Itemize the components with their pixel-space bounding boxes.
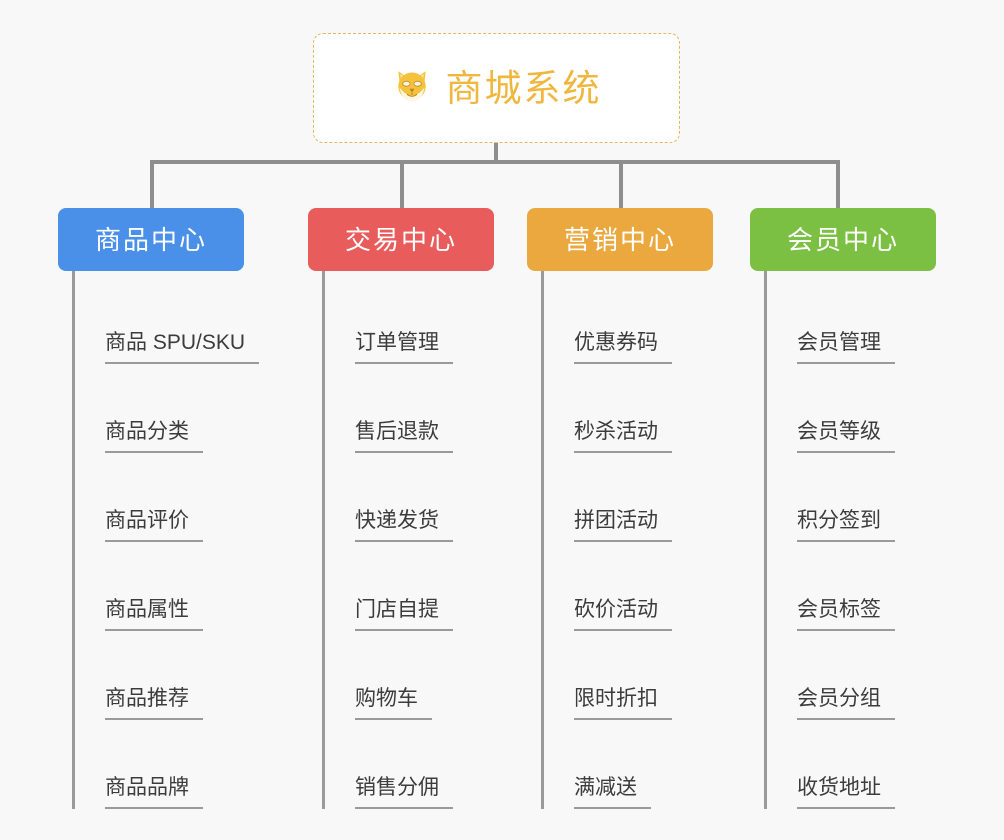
list-item[interactable]: 快递发货: [325, 453, 494, 542]
leaf-list-member-center: 会员管理 会员等级 积分签到 会员标签 会员分组 收货地址: [764, 271, 936, 809]
list-item[interactable]: 商品 SPU/SKU: [75, 271, 260, 364]
column-marketing-center: 营销中心 优惠券码 秒杀活动 拼团活动 砍价活动 限时折扣 满减送: [527, 208, 713, 809]
list-item-label: 收货地址: [797, 775, 881, 799]
connector-bus: [150, 160, 840, 164]
list-item[interactable]: 商品推荐: [75, 631, 244, 720]
list-item-label: 会员等级: [797, 419, 881, 443]
list-item-label: 售后退款: [355, 419, 439, 443]
category-label: 营销中心: [563, 224, 676, 255]
list-item[interactable]: 销售分佣: [325, 720, 494, 809]
column-trade-center: 交易中心 订单管理 售后退款 快递发货 门店自提 购物车 销售分佣: [308, 208, 494, 809]
list-item-label: 积分签到: [797, 508, 881, 532]
list-item[interactable]: 积分签到: [767, 453, 936, 542]
list-item[interactable]: 优惠券码: [544, 271, 713, 364]
list-item-label: 会员标签: [797, 597, 881, 621]
connector-drop-3: [619, 160, 623, 208]
list-item[interactable]: 订单管理: [325, 271, 494, 364]
list-item-label: 商品品牌: [105, 775, 189, 799]
list-item[interactable]: 会员等级: [767, 364, 936, 453]
category-label: 商品中心: [94, 224, 207, 255]
leaf-list-product-center: 商品 SPU/SKU 商品分类 商品评价 商品属性 商品推荐 商品品牌: [72, 271, 260, 809]
list-item-label: 砍价活动: [574, 597, 658, 621]
list-item[interactable]: 商品分类: [75, 364, 244, 453]
list-item[interactable]: 限时折扣: [544, 631, 713, 720]
list-item[interactable]: 商品属性: [75, 542, 244, 631]
list-item-label: 会员管理: [797, 330, 881, 354]
list-item[interactable]: 会员管理: [767, 271, 936, 364]
list-item-label: 商品 SPU/SKU: [105, 330, 246, 354]
connector-stem: [494, 143, 498, 164]
list-item-label: 秒杀活动: [574, 419, 658, 443]
list-item[interactable]: 拼团活动: [544, 453, 713, 542]
list-item-label: 快递发货: [355, 508, 439, 532]
list-item-label: 销售分佣: [355, 775, 439, 799]
shiba-dog-face-icon: [392, 65, 432, 112]
column-member-center: 会员中心 会员管理 会员等级 积分签到 会员标签 会员分组 收货地址: [750, 208, 936, 809]
connector-drop-1: [150, 160, 154, 208]
list-item-label: 门店自提: [355, 597, 439, 621]
root-node[interactable]: 商城系统: [313, 33, 680, 143]
leaf-list-trade-center: 订单管理 售后退款 快递发货 门店自提 购物车 销售分佣: [322, 271, 494, 809]
leaf-list-marketing-center: 优惠券码 秒杀活动 拼团活动 砍价活动 限时折扣 满减送: [541, 271, 713, 809]
category-box-trade-center[interactable]: 交易中心: [308, 208, 494, 271]
list-item-label: 商品评价: [105, 508, 189, 532]
list-item[interactable]: 砍价活动: [544, 542, 713, 631]
category-label: 会员中心: [786, 224, 899, 255]
list-item[interactable]: 秒杀活动: [544, 364, 713, 453]
list-item[interactable]: 满减送: [544, 720, 713, 809]
list-item[interactable]: 购物车: [325, 631, 494, 720]
list-item[interactable]: 收货地址: [767, 720, 936, 809]
list-item-label: 订单管理: [355, 330, 439, 354]
connector-drop-2: [400, 160, 404, 208]
list-item-label: 商品属性: [105, 597, 189, 621]
list-item-label: 优惠券码: [574, 330, 658, 354]
category-box-member-center[interactable]: 会员中心: [750, 208, 936, 271]
list-item[interactable]: 售后退款: [325, 364, 494, 453]
list-item[interactable]: 会员标签: [767, 542, 936, 631]
list-item[interactable]: 商品评价: [75, 453, 244, 542]
list-item-label: 拼团活动: [574, 508, 658, 532]
column-product-center: 商品中心 商品 SPU/SKU 商品分类 商品评价 商品属性 商品推荐 商品品牌: [58, 208, 260, 809]
list-item-label: 商品推荐: [105, 686, 189, 710]
category-box-marketing-center[interactable]: 营销中心: [527, 208, 713, 271]
list-item-label: 限时折扣: [574, 686, 658, 710]
list-item-label: 购物车: [355, 686, 418, 710]
list-item[interactable]: 门店自提: [325, 542, 494, 631]
list-item-label: 商品分类: [105, 419, 189, 443]
root-title: 商城系统: [445, 67, 602, 109]
list-item[interactable]: 会员分组: [767, 631, 936, 720]
list-item[interactable]: 商品品牌: [75, 720, 244, 809]
category-box-product-center[interactable]: 商品中心: [58, 208, 244, 271]
list-item-label: 满减送: [574, 775, 637, 799]
list-item-label: 会员分组: [797, 686, 881, 710]
connector-drop-4: [836, 160, 840, 208]
category-label: 交易中心: [344, 224, 457, 255]
